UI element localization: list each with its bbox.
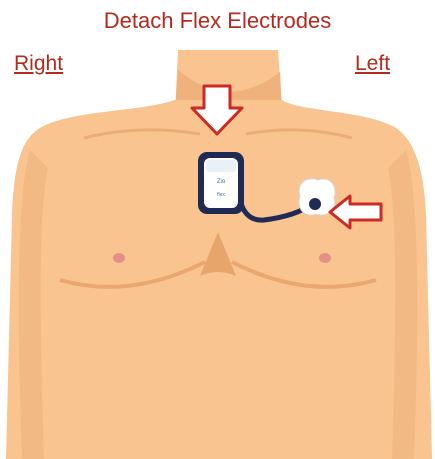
nipple-left <box>319 253 331 263</box>
zio-device-brand: Zio <box>217 179 226 185</box>
nipple-right <box>113 253 125 263</box>
electrode-connector <box>309 198 321 210</box>
zio-device-model: flex <box>217 192 225 198</box>
